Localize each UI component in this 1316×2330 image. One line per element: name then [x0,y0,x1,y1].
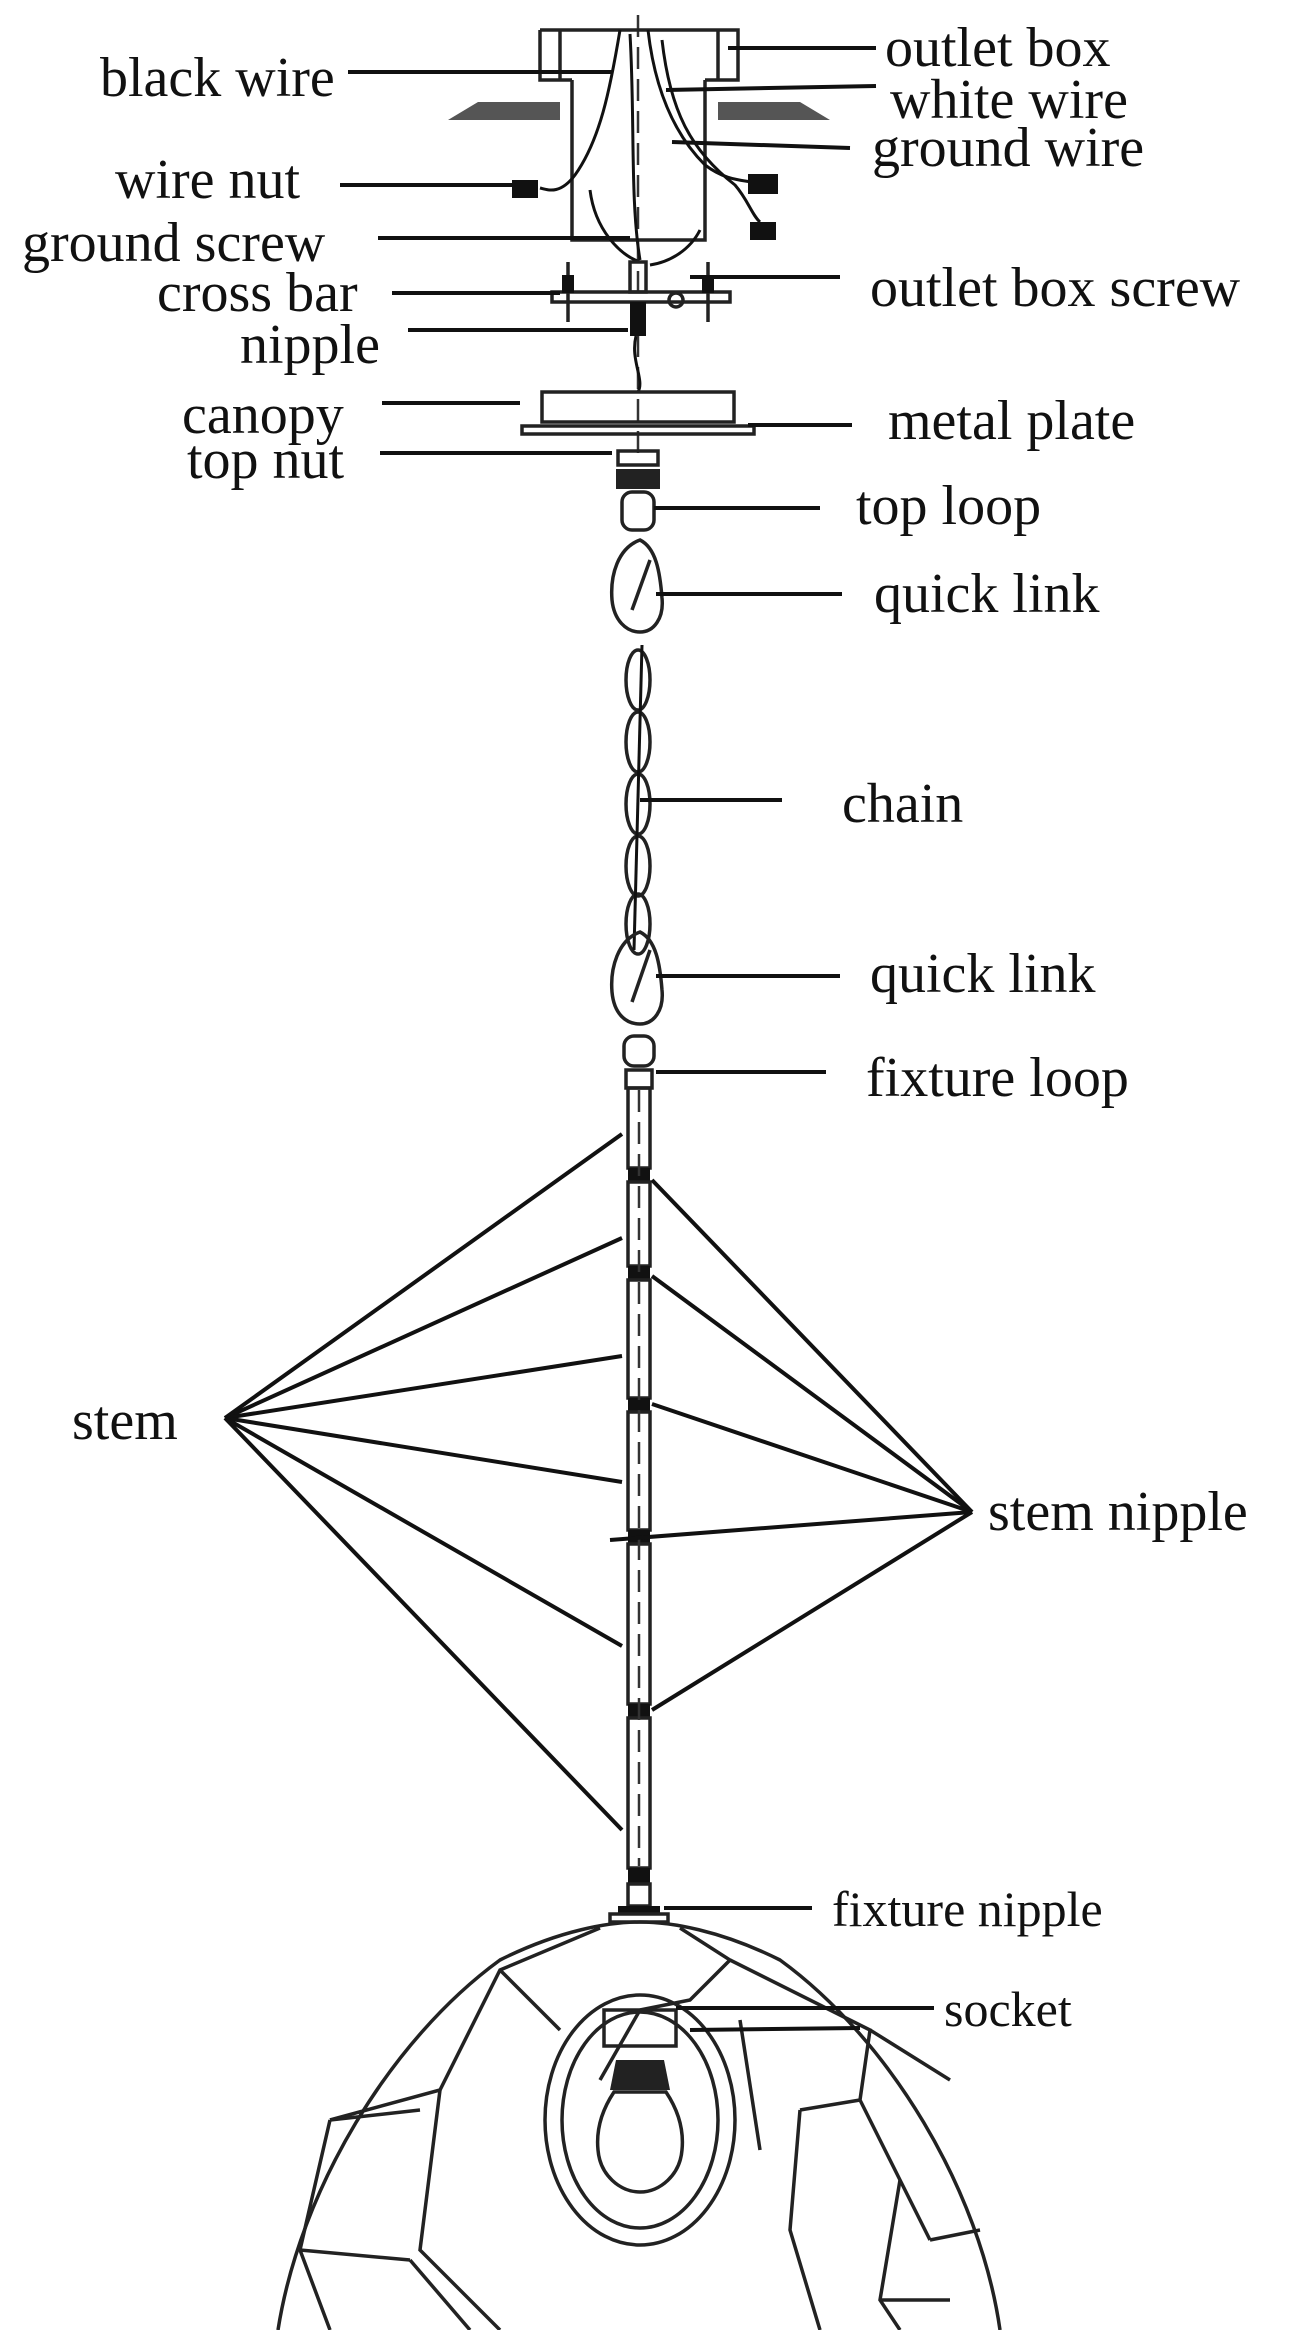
label-quick-link-lower: quick link [870,943,1096,1005]
nipple [630,302,646,336]
label-cross-bar: cross bar [157,262,358,324]
fixture-loop [622,1034,656,1068]
fixture-nipple [626,1882,652,1908]
label-outlet-box-screw: outlet box screw [870,257,1241,319]
wire-nut-icons [512,174,778,240]
metal-plate [520,424,756,436]
socket [602,2008,678,2090]
label-chain: chain [842,773,964,835]
leader-lines [223,46,974,2032]
label-fixture-loop: fixture loop [866,1047,1129,1109]
chain [624,644,652,956]
label-quick-link-upper: quick link [874,563,1100,625]
canopy [540,390,736,424]
label-top-loop: top loop [856,475,1042,537]
label-stem: stem [72,1390,178,1452]
label-canopy: canopy [182,384,344,446]
top-loop [620,490,656,532]
label-ground-screw: ground screw [22,212,326,274]
label-white-wire: white wire [890,69,1128,131]
label-nipple: nipple [240,314,380,376]
label-metal-plate: metal plate [888,390,1136,452]
label-black-wire: black wire [100,47,335,109]
label-wire-nut: wire nut [115,149,301,211]
bulb [595,2090,685,2194]
label-socket: socket [944,1981,1072,2037]
label-stem-nipple: stem nipple [988,1481,1248,1543]
label-fixture-nipple: fixture nipple [832,1881,1103,1937]
globe-shade [276,1920,1002,2330]
label-top-nut: top nut [187,429,345,491]
label-ground-wire: ground wire [872,117,1145,179]
quick-link-upper [609,538,664,634]
top-nut [616,449,660,467]
quick-link-lower [609,930,664,1026]
ceiling-section [448,102,830,120]
stem-segments [626,1086,652,1884]
label-outlet-box: outlet box [885,17,1111,79]
